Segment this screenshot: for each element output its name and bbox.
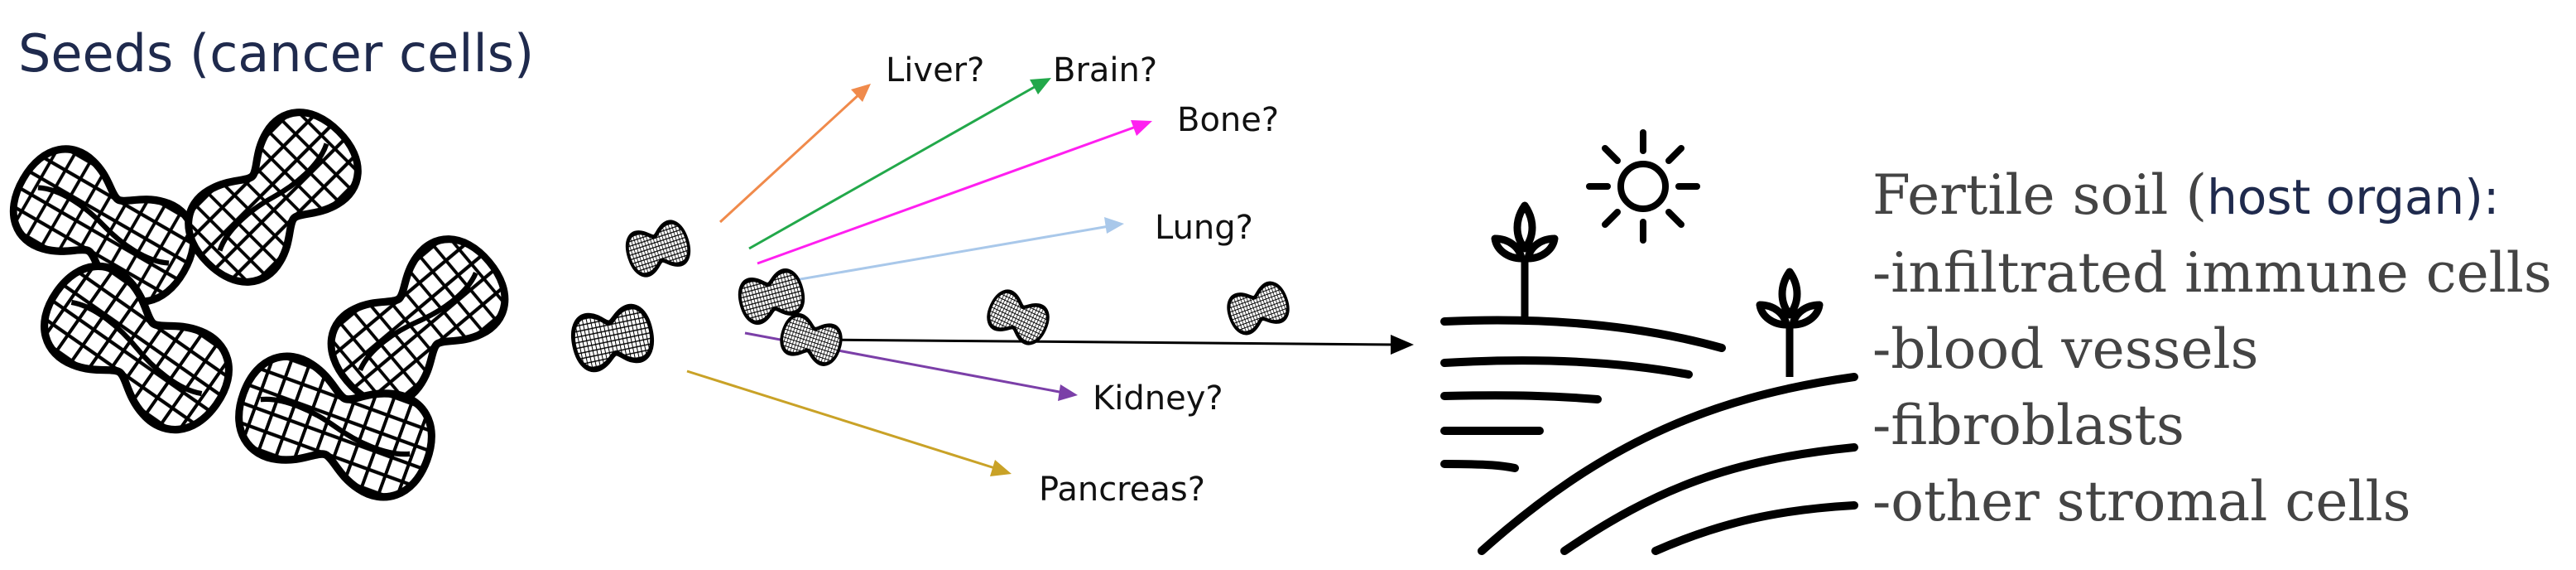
field-icon — [1440, 316, 1858, 555]
plant-icon — [1756, 268, 1824, 377]
soil-heading: Fertile soil (host organ): — [1872, 157, 2552, 235]
label-liver: Liver? — [886, 51, 985, 89]
peanut-seed-icon — [1224, 279, 1293, 336]
label-kidney: Kidney? — [1093, 379, 1223, 418]
plant-icon — [1491, 201, 1559, 323]
arrow-to-soil-head — [1391, 335, 1414, 355]
arrow-bone-head — [1131, 120, 1152, 136]
arrow-pancreas — [686, 370, 998, 471]
seed-cluster — [0, 94, 522, 509]
arrow-lung — [761, 225, 1110, 287]
arrow-brain — [748, 83, 1040, 250]
soil-prefix: Fertile soil ( — [1872, 163, 2208, 227]
soil-item: -other stromal cells — [1872, 470, 2411, 534]
label-pancreas: Pancreas? — [1039, 471, 1205, 509]
label-lung: Lung? — [1155, 209, 1253, 247]
arrow-pancreas-head — [990, 460, 1012, 476]
arrow-kidney-head — [1058, 384, 1078, 401]
peanut-seed-icon — [171, 94, 375, 299]
label-bone: Bone? — [1177, 101, 1280, 139]
arrow-lung-head — [1104, 217, 1124, 234]
peanut-seed-icon — [569, 303, 656, 373]
arrow-liver-head — [851, 84, 871, 102]
soil-suffix: ): — [2464, 169, 2500, 225]
arrow-brain-head — [1030, 78, 1051, 94]
host-organ: host organ — [2207, 169, 2465, 225]
peanut-seed-icon — [622, 219, 694, 279]
peanut-seed-icon — [777, 312, 845, 367]
soil-item: -fibroblasts — [1872, 394, 2184, 457]
seeds-title: Seeds (cancer cells) — [18, 23, 535, 84]
metastasis-arrows — [686, 78, 1414, 476]
soil-description: Fertile soil (host organ): -infiltrated … — [1872, 157, 2552, 540]
label-brain: Brain? — [1053, 51, 1158, 89]
arrow-to-soil — [819, 338, 1396, 346]
peanut-seed-icon — [983, 287, 1053, 347]
sun-icon — [1586, 129, 1700, 244]
soil-item: -blood vessels — [1872, 317, 2259, 381]
soil-item: -infiltrated immune cells — [1872, 241, 2552, 305]
arrow-liver — [718, 91, 863, 224]
arrow-bone — [757, 124, 1139, 265]
peanut-seed-icon — [314, 222, 522, 421]
